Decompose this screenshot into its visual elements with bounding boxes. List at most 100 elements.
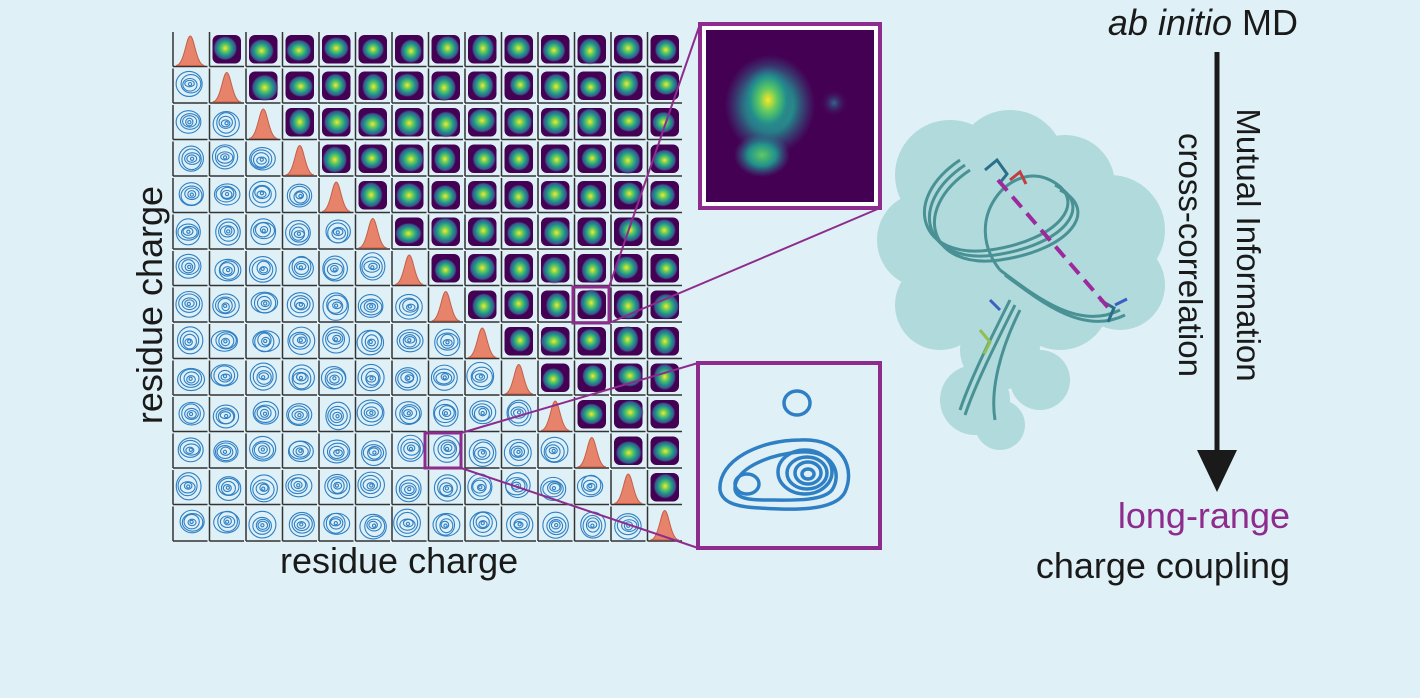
contour-cell bbox=[354, 360, 390, 396]
highlight-box-upper bbox=[571, 285, 611, 325]
heatmap-cell bbox=[610, 105, 646, 141]
heatmap-cell bbox=[281, 105, 317, 141]
heatmap-cell bbox=[610, 32, 646, 68]
contour-cell bbox=[208, 506, 244, 542]
long-range-coupling-line bbox=[996, 178, 1114, 314]
contour-cell bbox=[354, 506, 390, 542]
contour-cell bbox=[573, 470, 609, 506]
contour-cell bbox=[245, 324, 281, 360]
contour-cell bbox=[208, 105, 244, 141]
heatmap-cell bbox=[427, 141, 463, 177]
heatmap-cell bbox=[354, 32, 390, 68]
heatmap-cell bbox=[537, 360, 573, 396]
heatmap-cell bbox=[500, 324, 536, 360]
contour-cell bbox=[354, 470, 390, 506]
contour-cell bbox=[318, 214, 354, 250]
contour-cell bbox=[208, 214, 244, 250]
histogram-cell bbox=[573, 433, 609, 469]
contour-cell bbox=[427, 470, 463, 506]
contour-cell bbox=[281, 506, 317, 542]
heatmap-cell bbox=[573, 105, 609, 141]
contour-cell bbox=[281, 360, 317, 396]
contour-cell bbox=[318, 433, 354, 469]
heatmap-cell bbox=[427, 214, 463, 250]
contour-cell bbox=[391, 324, 427, 360]
contour-cell bbox=[172, 324, 208, 360]
contour-cell bbox=[464, 506, 500, 542]
contour-cell bbox=[318, 287, 354, 323]
contour-cell bbox=[427, 324, 463, 360]
contour-cell bbox=[208, 324, 244, 360]
heatmap-cell bbox=[427, 105, 463, 141]
heatmap-cell bbox=[646, 287, 682, 323]
contour-cell bbox=[281, 470, 317, 506]
heatmap-cell bbox=[391, 141, 427, 177]
histogram-cell bbox=[391, 251, 427, 287]
heatmap-cell bbox=[208, 32, 244, 68]
histogram-cell bbox=[464, 324, 500, 360]
contour-cell bbox=[464, 360, 500, 396]
heatmap-cell bbox=[573, 324, 609, 360]
heatmap-cell bbox=[318, 141, 354, 177]
heatmap-cell bbox=[646, 360, 682, 396]
heatmap-cell bbox=[318, 68, 354, 104]
histogram-cell bbox=[427, 287, 463, 323]
heatmap-cell bbox=[391, 105, 427, 141]
contour-cell bbox=[391, 287, 427, 323]
heatmap-cell bbox=[537, 251, 573, 287]
contour-cell bbox=[318, 324, 354, 360]
contour-cell bbox=[208, 360, 244, 396]
contour-cell bbox=[391, 433, 427, 469]
contour-cell bbox=[391, 506, 427, 542]
contour-cell bbox=[281, 433, 317, 469]
contour-cell bbox=[464, 433, 500, 469]
contour-cell bbox=[318, 506, 354, 542]
heatmap-cell bbox=[391, 178, 427, 214]
heatmap-cell bbox=[427, 251, 463, 287]
heatmap-cell bbox=[354, 141, 390, 177]
heatmap-cell bbox=[646, 68, 682, 104]
heatmap-cell bbox=[427, 68, 463, 104]
contour-cell bbox=[172, 68, 208, 104]
heatmap-cell bbox=[646, 214, 682, 250]
histogram-cell bbox=[208, 68, 244, 104]
histogram-cell bbox=[281, 141, 317, 177]
contour-cell bbox=[318, 251, 354, 287]
contour-cell bbox=[391, 470, 427, 506]
heatmap-cell bbox=[537, 214, 573, 250]
contour-cell bbox=[172, 141, 208, 177]
mutual-information-label: Mutual Information bbox=[1230, 108, 1267, 382]
protein-structure-illustration bbox=[877, 110, 1165, 450]
contour-cell bbox=[245, 141, 281, 177]
contour-cell bbox=[354, 397, 390, 433]
contour-cell bbox=[427, 397, 463, 433]
title-suffix: MD bbox=[1232, 2, 1298, 43]
heatmap-cell bbox=[464, 68, 500, 104]
contour-cell bbox=[537, 433, 573, 469]
contour-cell bbox=[281, 214, 317, 250]
heatmap-cell bbox=[318, 32, 354, 68]
contour-cell bbox=[172, 214, 208, 250]
heatmap-cell bbox=[427, 32, 463, 68]
contour-cell bbox=[281, 397, 317, 433]
heatmap-cell bbox=[610, 141, 646, 177]
contour-cell bbox=[354, 251, 390, 287]
histogram-cell bbox=[500, 360, 536, 396]
heatmap-cell bbox=[464, 287, 500, 323]
heatmap-cell bbox=[537, 68, 573, 104]
contour-cell bbox=[208, 141, 244, 177]
heatmap-cell bbox=[245, 32, 281, 68]
contour-cell bbox=[354, 324, 390, 360]
contour-cell bbox=[172, 287, 208, 323]
charge-coupling-label: charge coupling bbox=[1035, 545, 1290, 586]
heatmap-cell bbox=[500, 214, 536, 250]
heatmap-cell bbox=[573, 68, 609, 104]
contour-cell bbox=[172, 360, 208, 396]
heatmap-cell bbox=[354, 178, 390, 214]
heatmap-cell bbox=[610, 324, 646, 360]
down-arrow bbox=[1197, 52, 1237, 492]
heatmap-cell bbox=[500, 141, 536, 177]
heatmap-cell bbox=[391, 32, 427, 68]
contour-cell bbox=[245, 470, 281, 506]
